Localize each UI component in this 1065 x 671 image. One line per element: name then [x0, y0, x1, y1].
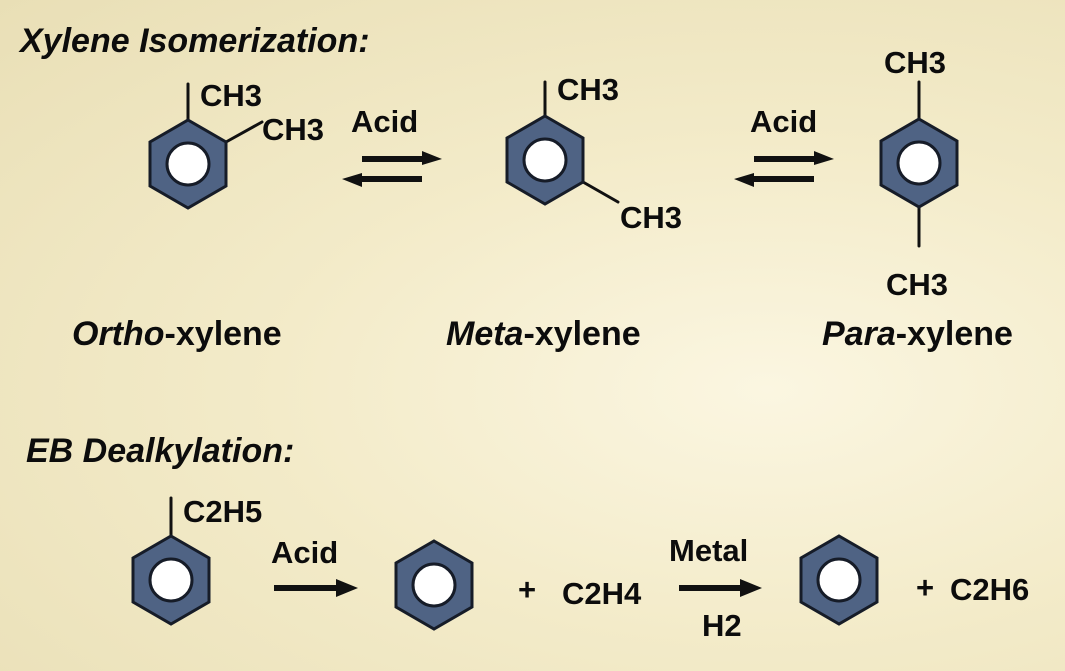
ethylbenzene-molecule: C2H5	[131, 494, 262, 626]
para-methyl-group-2: CH3	[886, 267, 948, 302]
plus-sign-1: +	[518, 572, 536, 607]
meta-xylene-name: Meta-xylene	[446, 315, 641, 353]
benzene-ring-icon	[879, 117, 959, 209]
benzene-ring-icon	[505, 114, 585, 206]
equilibrium-arrow-2-label: Acid	[750, 104, 817, 139]
isomerization-heading: Xylene Isomerization:	[18, 22, 370, 60]
para-methyl-group-1: CH3	[884, 45, 946, 80]
dealkylation-heading: EB Dealkylation:	[26, 432, 294, 470]
para-xylene-molecule: CH3 CH3	[879, 45, 959, 302]
para-xylene-name: Para-xylene	[822, 315, 1013, 353]
metal-arrow-label: Metal	[669, 533, 748, 568]
meta-methyl-group-1: CH3	[557, 72, 619, 107]
ortho-methyl-group-2: CH3	[262, 112, 324, 147]
benzene-product-2-icon	[799, 534, 879, 626]
plus-sign-2: +	[916, 570, 934, 605]
ortho-xylene-name: Ortho-xylene	[72, 315, 282, 353]
ortho-xylene-molecule: CH3 CH3	[148, 78, 324, 210]
ortho-methyl-group-1: CH3	[200, 78, 262, 113]
hydrogen-label: H2	[702, 608, 742, 643]
meta-methyl-group-2: CH3	[620, 200, 682, 235]
benzene-ring-icon	[148, 118, 228, 210]
equilibrium-arrow-1: Acid	[342, 104, 442, 187]
ethane-formula: C2H6	[950, 572, 1029, 607]
equilibrium-arrow-2: Acid	[734, 104, 834, 187]
benzene-ring-icon	[131, 534, 211, 626]
ethylene-formula: C2H4	[562, 576, 642, 611]
metal-reaction-arrow: Metal H2	[669, 533, 762, 643]
equilibrium-arrow-1-label: Acid	[351, 104, 418, 139]
ethyl-group: C2H5	[183, 494, 262, 529]
acid-arrow-label: Acid	[271, 535, 338, 570]
benzene-product-icon	[394, 539, 474, 631]
meta-xylene-molecule: CH3 CH3	[505, 72, 682, 235]
acid-reaction-arrow: Acid	[271, 535, 358, 597]
